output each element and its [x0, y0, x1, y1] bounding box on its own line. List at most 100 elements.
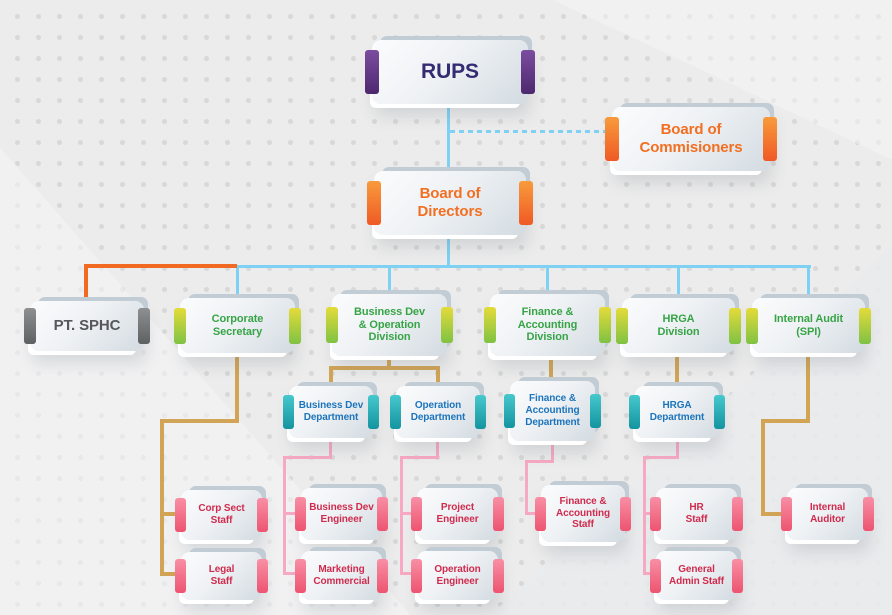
node-label: HRGA Division — [657, 312, 700, 338]
connector-hrga-dept-left — [643, 456, 679, 459]
connector-drop-finance-dept — [549, 354, 553, 383]
connector-op-dept-down — [436, 437, 439, 459]
node-label: Board of Directors — [417, 185, 483, 220]
node-hr-staff: HR Staff — [650, 488, 743, 540]
node-label: Project Engineer — [436, 502, 479, 525]
node-project-engineer: Project Engineer — [411, 488, 504, 540]
connector-drop-business-dev-dept — [329, 366, 333, 388]
node-hrga-department: HRGA Department — [629, 386, 725, 438]
connector-corpsec-down — [235, 351, 239, 423]
node-marketing-commercial: Marketing Commercial — [295, 551, 388, 600]
connector-drop-hrga-division — [677, 265, 680, 300]
accent-bar-icon — [365, 50, 379, 94]
accent-bar-icon — [493, 497, 504, 531]
accent-bar-icon — [859, 307, 871, 344]
accent-bar-icon — [599, 307, 611, 343]
node-legal-staff: Legal Staff — [175, 552, 268, 600]
node-operation-engineer: Operation Engineer — [411, 551, 504, 600]
connector-drop-internal-audit — [807, 265, 810, 300]
connector-op-dept-left — [400, 456, 439, 459]
node-label: Business Dev Department — [298, 400, 364, 423]
connector-internal-audit-vertical — [761, 419, 765, 516]
connector-corpsec-vertical — [160, 419, 164, 576]
connector-dotted-to-commisioners — [450, 130, 612, 133]
accent-bar-icon — [763, 117, 777, 161]
connector-internal-audit-down — [806, 351, 810, 423]
accent-bar-icon — [650, 558, 661, 593]
accent-bar-icon — [484, 307, 496, 343]
accent-bar-icon — [732, 558, 743, 593]
node-label: Operation Department — [410, 400, 466, 423]
accent-bar-icon — [781, 497, 792, 531]
accent-bar-icon — [326, 307, 338, 343]
accent-bar-icon — [368, 395, 379, 429]
node-label: Operation Engineer — [434, 563, 481, 587]
node-corporate-secretary: Corporate Secretary — [174, 298, 301, 353]
accent-bar-icon — [283, 395, 294, 429]
node-label: Marketing Commercial — [313, 563, 370, 587]
connector-orange-horizontal — [85, 264, 237, 268]
accent-bar-icon — [174, 307, 186, 344]
node-finance-accounting-division: Finance & Accounting Division — [484, 294, 611, 356]
node-board-of-commisioners: Board of Commisioners — [605, 107, 777, 171]
node-label: PT. SPHC — [53, 317, 121, 335]
node-corp-sect-staff: Corp Sect Staff — [175, 490, 268, 540]
accent-bar-icon — [475, 395, 486, 429]
accent-bar-icon — [411, 558, 422, 593]
connector-drop-corporate-secretary — [236, 265, 239, 300]
accent-bar-icon — [493, 558, 504, 593]
node-label: Business Dev & Operation Division — [354, 305, 425, 344]
accent-bar-icon — [629, 395, 640, 429]
accent-bar-icon — [616, 307, 628, 344]
node-label: Business Dev Engineer — [309, 502, 374, 525]
accent-bar-icon — [605, 117, 619, 161]
accent-bar-icon — [295, 497, 306, 531]
connector-bd-dept-left — [283, 456, 332, 459]
accent-bar-icon — [519, 181, 533, 225]
connector-bdd-division-horizontal — [329, 366, 440, 370]
accent-bar-icon — [367, 181, 381, 225]
accent-bar-icon — [521, 50, 535, 94]
accent-bar-icon — [441, 307, 453, 343]
connector-fa-dept-vertical — [525, 460, 528, 515]
accent-bar-icon — [175, 498, 186, 532]
node-finance-accounting-department: Finance & Accounting Department — [504, 381, 601, 441]
connector-rups-to-directors — [447, 103, 450, 173]
node-label: RUPS — [421, 59, 479, 83]
connector-stub-project-engineer — [400, 512, 421, 515]
node-rups: RUPS — [365, 40, 535, 104]
node-internal-audit-spi: Internal Audit (SPI) — [746, 298, 871, 353]
connector-bd-dept-vertical — [283, 456, 286, 575]
node-label: Finance & Accounting Staff — [556, 495, 610, 531]
node-hrga-division: HRGA Division — [616, 298, 741, 353]
node-general-admin-staff: General Admin Staff — [650, 551, 743, 600]
accent-bar-icon — [732, 497, 743, 531]
node-label: Corporate Secretary — [211, 312, 264, 338]
node-label: Legal Staff — [208, 564, 235, 587]
connector-orange-drop-pt-sphc — [84, 264, 88, 304]
node-business-dev-operation-division: Business Dev & Operation Division — [326, 294, 453, 356]
connector-hrga-dept-vertical — [643, 456, 646, 575]
node-pt-sphc: PT. SPHC — [24, 301, 150, 351]
node-label: Board of Commisioners — [639, 121, 743, 156]
accent-bar-icon — [650, 497, 661, 531]
node-label: HR Staff — [685, 502, 708, 525]
node-board-of-directors: Board of Directors — [367, 171, 533, 235]
accent-bar-icon — [175, 559, 186, 593]
connector-corpsec-left — [160, 419, 239, 423]
accent-bar-icon — [714, 395, 725, 429]
node-internal-auditor: Internal Auditor — [781, 488, 874, 540]
connector-drop-hrga-dept — [675, 351, 679, 388]
connector-op-dept-vertical — [400, 456, 403, 575]
node-label: Finance & Accounting Division — [517, 305, 578, 344]
connector-main-horizontal — [235, 265, 811, 268]
accent-bar-icon — [289, 307, 301, 344]
accent-bar-icon — [257, 559, 268, 593]
connector-internal-audit-left — [761, 419, 810, 423]
connector-drop-finance-division — [546, 265, 549, 296]
accent-bar-icon — [863, 497, 874, 531]
accent-bar-icon — [377, 558, 388, 593]
accent-bar-icon — [729, 307, 741, 344]
node-label: Internal Audit (SPI) — [773, 312, 844, 338]
